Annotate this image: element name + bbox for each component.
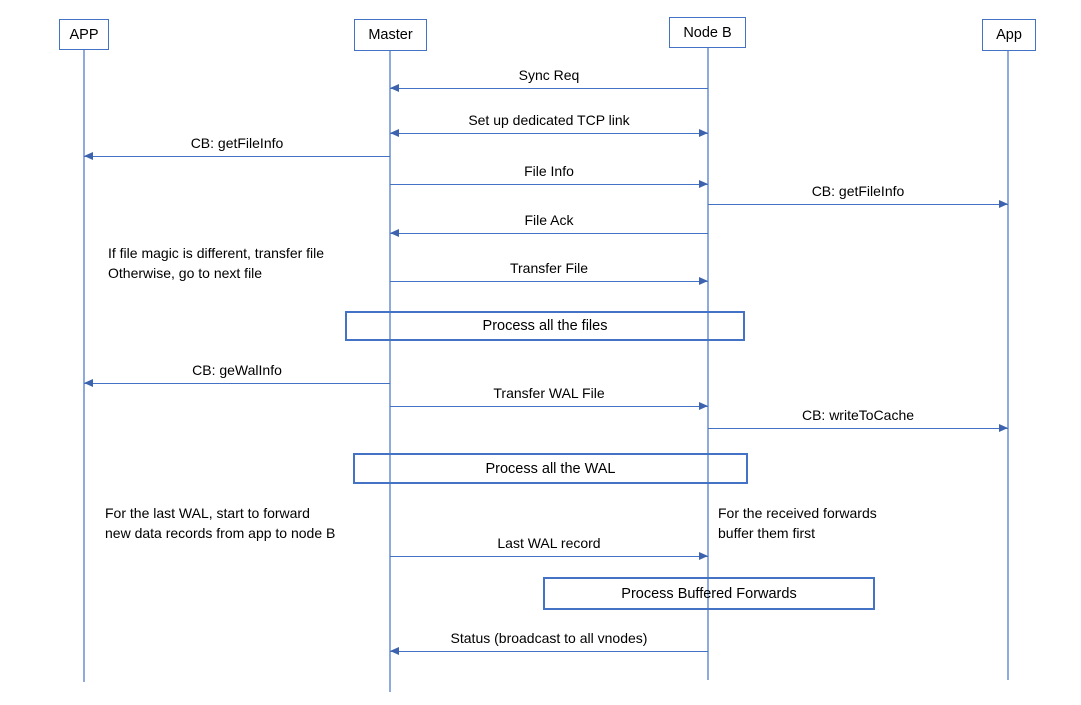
actor-box-app-left: APP — [59, 19, 109, 50]
message-cb-writetocache: CB: writeToCache — [708, 407, 1008, 432]
actor-label: App — [996, 27, 1022, 43]
message-line — [84, 151, 390, 160]
note-last-wal-forward: For the last WAL, start to forward new d… — [105, 503, 335, 543]
note-line: For the received forwards — [718, 505, 877, 521]
arrowhead-right-icon — [699, 276, 708, 285]
message-label: CB: writeToCache — [801, 407, 915, 423]
message-line — [390, 228, 708, 237]
note-line: buffer them first — [718, 525, 816, 541]
arrowhead-right-icon — [699, 401, 708, 410]
message-line — [708, 423, 1008, 432]
arrowhead-left-icon — [84, 378, 93, 387]
lifeline-app-left — [83, 50, 85, 682]
message-label: CB: getFileInfo — [190, 135, 284, 151]
process-box-label: Process Buffered Forwards — [621, 585, 797, 602]
message-line — [84, 378, 390, 387]
arrowhead-left-icon — [390, 83, 399, 92]
note-file-magic: If file magic is different, transfer fil… — [108, 243, 324, 283]
note-line: If file magic is different, transfer fil… — [108, 245, 325, 261]
message-line — [390, 646, 708, 655]
lifeline-node-b — [707, 48, 709, 680]
arrowhead-left-icon — [390, 228, 399, 237]
actor-box-node-b: Node B — [669, 17, 746, 48]
lifeline-app-right — [1007, 51, 1009, 680]
actor-box-master: Master — [354, 19, 427, 51]
message-file-ack: File Ack — [390, 212, 708, 237]
message-label: CB: geWalInfo — [192, 362, 282, 378]
message-line — [708, 199, 1008, 208]
message-cb-getfileinfo-left: CB: getFileInfo — [84, 135, 390, 160]
message-line — [390, 276, 708, 285]
message-line — [390, 551, 708, 560]
message-line — [390, 83, 708, 92]
message-transfer-wal-file: Transfer WAL File — [390, 385, 708, 410]
message-label: Transfer File — [509, 260, 589, 276]
message-file-info: File Info — [390, 163, 708, 188]
arrowhead-right-icon — [699, 551, 708, 560]
actor-label: APP — [69, 26, 99, 43]
actor-label: Node B — [683, 24, 732, 41]
process-box-label: Process all the files — [482, 318, 608, 334]
arrowhead-right-icon — [699, 128, 708, 137]
message-status-broadcast: Status (broadcast to all vnodes) — [390, 630, 708, 655]
message-line — [390, 401, 708, 410]
message-label: CB: getFileInfo — [811, 183, 905, 199]
message-sync-req: Sync Req — [390, 67, 708, 92]
arrowhead-left-icon — [390, 646, 399, 655]
lifeline-master — [389, 51, 391, 692]
message-label: Last WAL record — [497, 535, 601, 551]
arrowhead-right-icon — [999, 199, 1008, 208]
message-label: Status (broadcast to all vnodes) — [450, 630, 648, 646]
message-last-wal-record: Last WAL record — [390, 535, 708, 560]
message-label: Sync Req — [518, 67, 580, 83]
message-label: Transfer WAL File — [493, 385, 605, 401]
message-line — [390, 128, 708, 137]
message-setup-tcp-link: Set up dedicated TCP link — [390, 112, 708, 137]
arrowhead-left-icon — [390, 128, 399, 137]
actor-label: Master — [368, 27, 413, 43]
note-received-forwards: For the received forwards buffer them fi… — [718, 503, 877, 543]
arrowhead-left-icon — [84, 151, 93, 160]
process-box-buffered-forwards: Process Buffered Forwards — [543, 577, 875, 610]
arrowhead-right-icon — [699, 179, 708, 188]
note-line: new data records from app to node B — [105, 525, 336, 541]
process-box-all-files: Process all the files — [345, 311, 745, 341]
message-transfer-file: Transfer File — [390, 260, 708, 285]
message-cb-getfileinfo-right: CB: getFileInfo — [708, 183, 1008, 208]
arrowhead-right-icon — [999, 423, 1008, 432]
message-label: Set up dedicated TCP link — [468, 112, 630, 128]
message-label: File Ack — [524, 212, 574, 228]
message-line — [390, 179, 708, 188]
note-line: Otherwise, go to next file — [108, 265, 263, 281]
process-box-label: Process all the WAL — [485, 460, 616, 477]
message-cb-gewalinfo: CB: geWalInfo — [84, 362, 390, 387]
note-line: For the last WAL, start to forward — [105, 505, 310, 521]
actor-box-app-right: App — [982, 19, 1036, 51]
process-box-all-wal: Process all the WAL — [353, 453, 748, 484]
message-label: File Info — [524, 163, 574, 179]
